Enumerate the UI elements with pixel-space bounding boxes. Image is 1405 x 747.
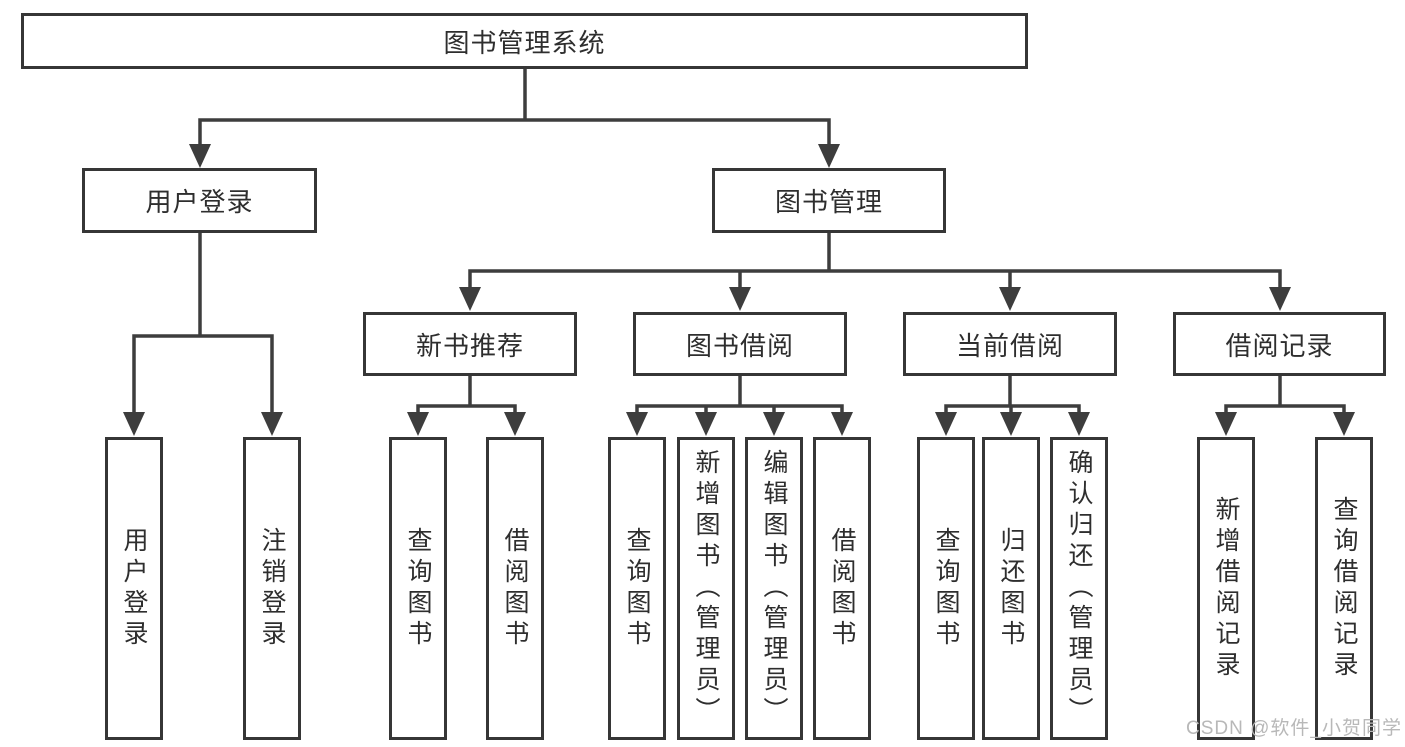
node-current-borrowing: 当前借阅 — [903, 312, 1117, 376]
leaf-current-query-books-label: 查询图书 — [932, 526, 960, 651]
leaf-recommend-query-books: 查询图书 — [389, 437, 447, 740]
leaf-current-return-books-label: 归还图书 — [997, 526, 1025, 651]
leaf-borrowing-add-books-admin-label: 新增图书（管理员） — [692, 449, 720, 728]
csdn-watermark: CSDN @软件_小贺同学 — [1186, 718, 1402, 739]
leaf-current-return-books: 归还图书 — [982, 437, 1040, 740]
node-book-borrowing: 图书借阅 — [633, 312, 847, 376]
leaf-borrowing-edit-books-admin-label: 编辑图书（管理员） — [760, 449, 788, 728]
leaf-current-confirm-return-admin: 确认归还（管理员） — [1050, 437, 1108, 740]
leaf-borrowing-borrow-books-label: 借阅图书 — [828, 526, 856, 651]
leaf-current-confirm-return-admin-label: 确认归还（管理员） — [1065, 449, 1093, 728]
leaf-borrowing-add-books-admin: 新增图书（管理员） — [677, 437, 735, 740]
leaf-records-query-borrow-record: 查询借阅记录 — [1315, 437, 1373, 740]
leaf-records-query-borrow-record-label: 查询借阅记录 — [1330, 495, 1358, 682]
leaf-current-query-books: 查询图书 — [917, 437, 975, 740]
node-book-management: 图书管理 — [712, 168, 946, 233]
leaf-records-add-borrow-record: 新增借阅记录 — [1197, 437, 1255, 740]
leaf-user-login: 用户登录 — [105, 437, 163, 740]
leaf-recommend-borrow-books: 借阅图书 — [486, 437, 544, 740]
leaf-borrowing-borrow-books: 借阅图书 — [813, 437, 871, 740]
leaf-borrowing-edit-books-admin: 编辑图书（管理员） — [745, 437, 803, 740]
leaf-recommend-borrow-books-label: 借阅图书 — [501, 526, 529, 651]
node-user-login: 用户登录 — [82, 168, 317, 233]
leaf-borrowing-query-books: 查询图书 — [608, 437, 666, 740]
leaf-logout-label: 注销登录 — [258, 526, 286, 651]
node-library-management-system: 图书管理系统 — [21, 13, 1028, 69]
leaf-recommend-query-books-label: 查询图书 — [404, 526, 432, 651]
node-new-book-recommend: 新书推荐 — [363, 312, 577, 376]
node-borrowing-records: 借阅记录 — [1173, 312, 1386, 376]
leaf-records-add-borrow-record-label: 新增借阅记录 — [1212, 495, 1240, 682]
leaf-logout: 注销登录 — [243, 437, 301, 740]
leaf-borrowing-query-books-label: 查询图书 — [623, 526, 651, 651]
leaf-user-login-label: 用户登录 — [120, 526, 148, 651]
